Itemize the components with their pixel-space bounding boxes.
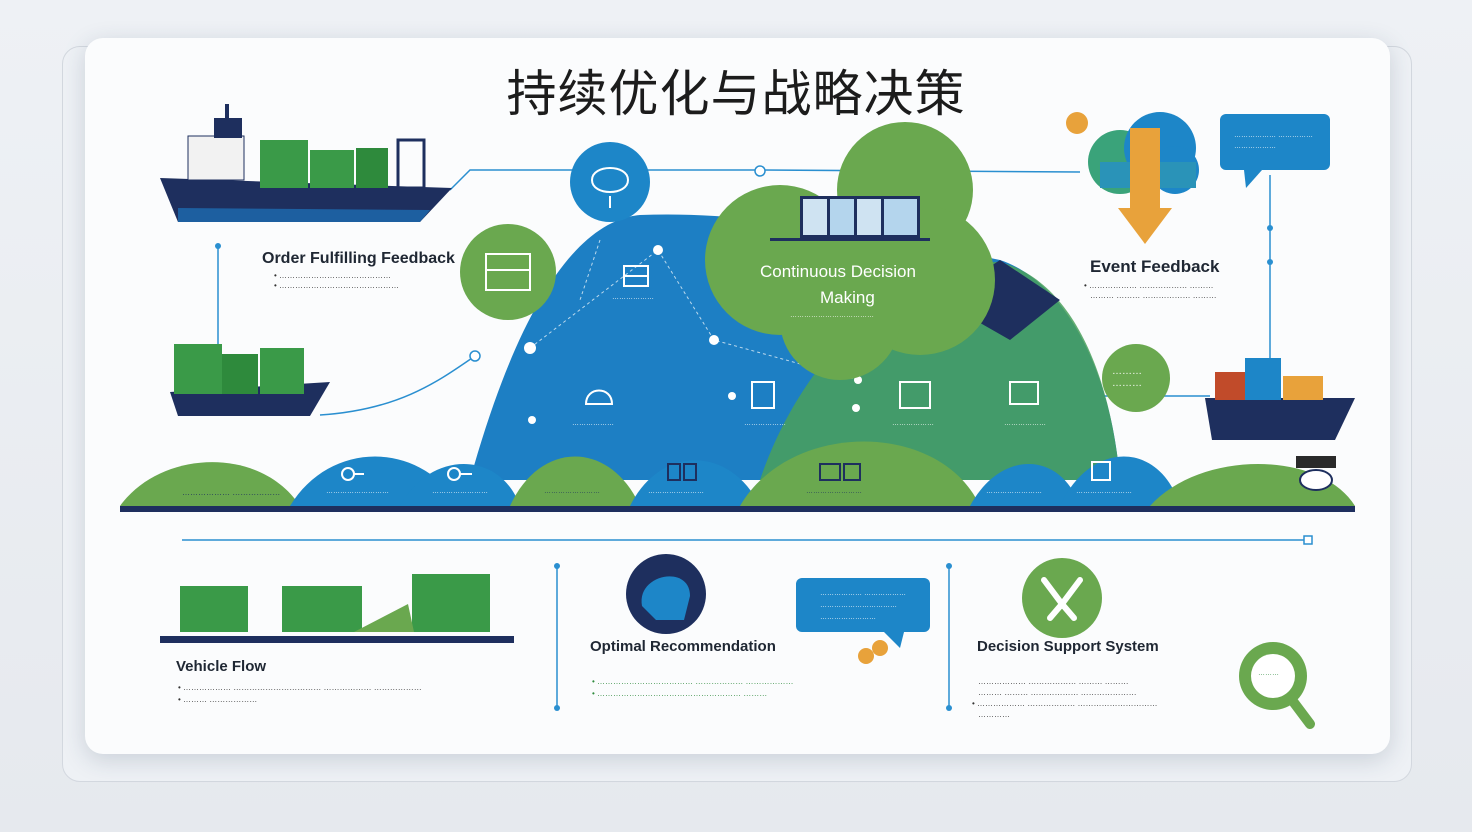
order-feedback-heading: Order Fulfilling Feedback: [262, 250, 455, 267]
ground-label-7: ……………………: [986, 488, 1042, 495]
cloud-download-icon: [1088, 112, 1199, 244]
optimal-line-1: • ……………………………… ……………… ………………: [592, 677, 794, 686]
cloud-subtext: ………………………………: [790, 312, 874, 319]
order-feedback-line-2: • ………………………………………: [274, 281, 400, 290]
page-title: 持续优化与战略决策: [506, 66, 966, 122]
cargo-ship-top-left: [160, 104, 452, 222]
speech-bubble-mid: [796, 578, 930, 648]
ground-label-4: ……………………: [544, 488, 600, 495]
decision-support-line-4: …………: [978, 710, 1010, 719]
coin-icon: [1066, 112, 1088, 134]
brain-circle-icon: [570, 142, 650, 222]
hill-nodes: [524, 245, 862, 424]
hill-small-icons: [584, 265, 1039, 409]
ground-label-6: ……………………: [806, 488, 862, 495]
vehicle-flow-line-2: • ……… ………………: [178, 695, 258, 704]
decision-support-line-2: ……… ……… ……………… …………………: [978, 688, 1137, 697]
optimal-heading: Optimal Recommendation: [590, 638, 776, 655]
cloud-heading-line-2: Making: [820, 288, 875, 307]
green-status-text: ……… ………: [1112, 366, 1142, 389]
magnifier-label: ………: [1258, 670, 1279, 677]
ground-label-1: ……………… ………………: [182, 488, 281, 497]
speech-bubble-mid-text: ……………… ……………… …………………………… ……………………: [820, 590, 906, 621]
coins-icon: [858, 640, 888, 664]
server-rack-icon: [770, 196, 930, 241]
decision-support-heading: Decision Support System: [977, 638, 1159, 655]
vehicle-flow-trains: [160, 574, 514, 643]
node-label-5: ………………: [1004, 420, 1046, 427]
vehicle-flow-heading: Vehicle Flow: [176, 658, 267, 675]
vertical-dividers: [556, 566, 950, 708]
green-status-circle: [1102, 344, 1170, 412]
decision-support-line-3: • ……………… ……………… …………………………: [972, 699, 1158, 708]
cargo-ship-right: [1205, 358, 1355, 440]
ground-label-5: ……………………: [648, 488, 704, 495]
magnifier-icon: [1239, 642, 1315, 729]
decision-support-line-1: ……………… ……………… ……… ………: [978, 677, 1129, 686]
head-brain-icon: [626, 554, 706, 634]
ground-label-2: ………………………: [326, 488, 389, 495]
ground-label-8: ……………………: [1076, 488, 1132, 495]
ground-label-3: ……………………: [432, 488, 488, 495]
cargo-ship-mid-left: [170, 344, 330, 416]
cloud-heading-line-1: Continuous Decision: [760, 262, 916, 281]
vehicle-flow-line-1: • ……………… …………………………… ……………… ………………: [178, 683, 422, 692]
green-gears-icon: [460, 224, 556, 320]
node-label-2: ………………: [572, 420, 614, 427]
event-feedback-line-1: • ……………… ……………… ………: [1084, 281, 1214, 290]
node-label-1: ………………: [612, 294, 654, 301]
speech-bubble-top: [1220, 114, 1330, 188]
order-feedback-line-1: • ……………………………………: [274, 271, 392, 280]
node-label-3: ………………: [744, 420, 786, 427]
optimal-line-2: • ……………………………………………… ………: [592, 689, 768, 698]
node-label-4: ………………: [892, 420, 934, 427]
hat-figure: [1296, 456, 1336, 491]
decision-x-icon: [1022, 558, 1102, 638]
ground-icons: [341, 461, 1111, 481]
speech-bubble-top-text: ……………… …………… ………………: [1234, 132, 1313, 150]
event-feedback-heading: Event Feedback: [1090, 257, 1220, 276]
event-feedback-line-2: ……… ……… ……………… ………: [1090, 291, 1217, 300]
